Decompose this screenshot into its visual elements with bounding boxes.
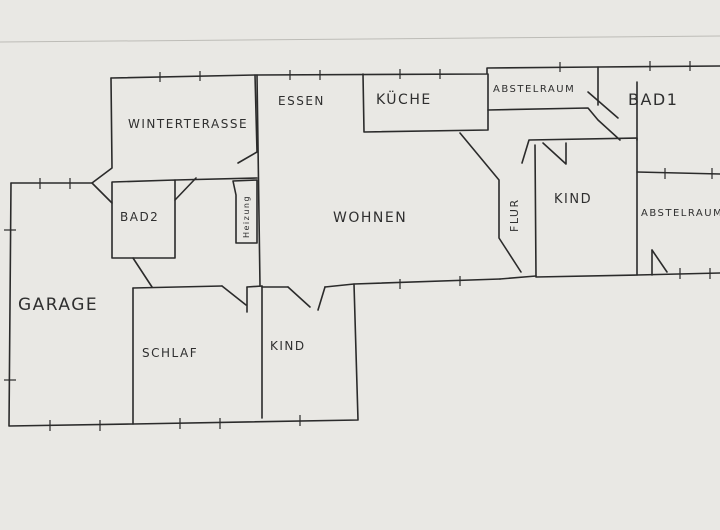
label-essen: ESSEN bbox=[278, 94, 325, 108]
wall-winterterrasse-right bbox=[237, 74, 258, 164]
wall-schlaf bbox=[132, 283, 359, 425]
wall-winterterrasse bbox=[91, 77, 113, 184]
wall-flur bbox=[487, 107, 621, 141]
label-flur: FLUR bbox=[508, 198, 521, 232]
wall-wohnen-left bbox=[256, 74, 261, 287]
label-wohnen: WOHNEN bbox=[333, 210, 407, 226]
label-kind-right: KIND bbox=[554, 192, 592, 207]
label-kind-bottom: KIND bbox=[270, 339, 306, 353]
wall-kind-door bbox=[287, 286, 311, 308]
label-bad2: BAD2 bbox=[120, 210, 159, 224]
wall-bad2 bbox=[111, 179, 176, 259]
label-abstelraum-right: ABSTELRAUM bbox=[641, 208, 720, 219]
label-abstelraum-top: ABSTELRAUM bbox=[493, 84, 575, 95]
wall-top bbox=[110, 65, 720, 79]
wall-abstelraum-right-door bbox=[651, 249, 668, 273]
walls bbox=[8, 65, 720, 427]
paper-edge bbox=[0, 35, 720, 43]
label-schlaf: SCHLAF bbox=[142, 346, 198, 360]
label-kueche: KÜCHE bbox=[376, 90, 432, 108]
label-garage: GARAGE bbox=[18, 295, 98, 315]
wall-abstelraum-right bbox=[636, 171, 720, 175]
wall-flur-diag bbox=[459, 132, 522, 273]
window-ticks bbox=[4, 61, 713, 431]
label-heizung: Heizung bbox=[242, 195, 251, 238]
wall-schlaf-top bbox=[132, 285, 223, 289]
wall-kind-right bbox=[521, 137, 638, 278]
wall-schlaf-door bbox=[221, 285, 247, 306]
wall-bad2-diag bbox=[132, 257, 153, 288]
wall-kueche bbox=[362, 73, 489, 133]
label-bad1: BAD1 bbox=[628, 90, 678, 109]
wall-heizung bbox=[232, 179, 258, 244]
wall-flur-bottom bbox=[499, 275, 537, 280]
wall-wohnen-bottom bbox=[353, 278, 501, 285]
wall-corridor-top bbox=[174, 177, 258, 181]
room-labels: WINTERTERASSE ESSEN KÜCHE ABSTELRAUM BAD… bbox=[18, 84, 720, 360]
wall-abstelraum-top-door bbox=[587, 91, 619, 119]
wall-garage-outer bbox=[8, 182, 134, 427]
wall-kind-door2 bbox=[317, 286, 326, 311]
wall-abstelraum-right-bottom bbox=[636, 272, 720, 276]
wall-bad2-door bbox=[174, 177, 197, 201]
wall-kind-right-door bbox=[542, 142, 567, 165]
label-winterterasse: WINTERTERASSE bbox=[128, 117, 248, 131]
wall-garage bbox=[10, 182, 113, 204]
